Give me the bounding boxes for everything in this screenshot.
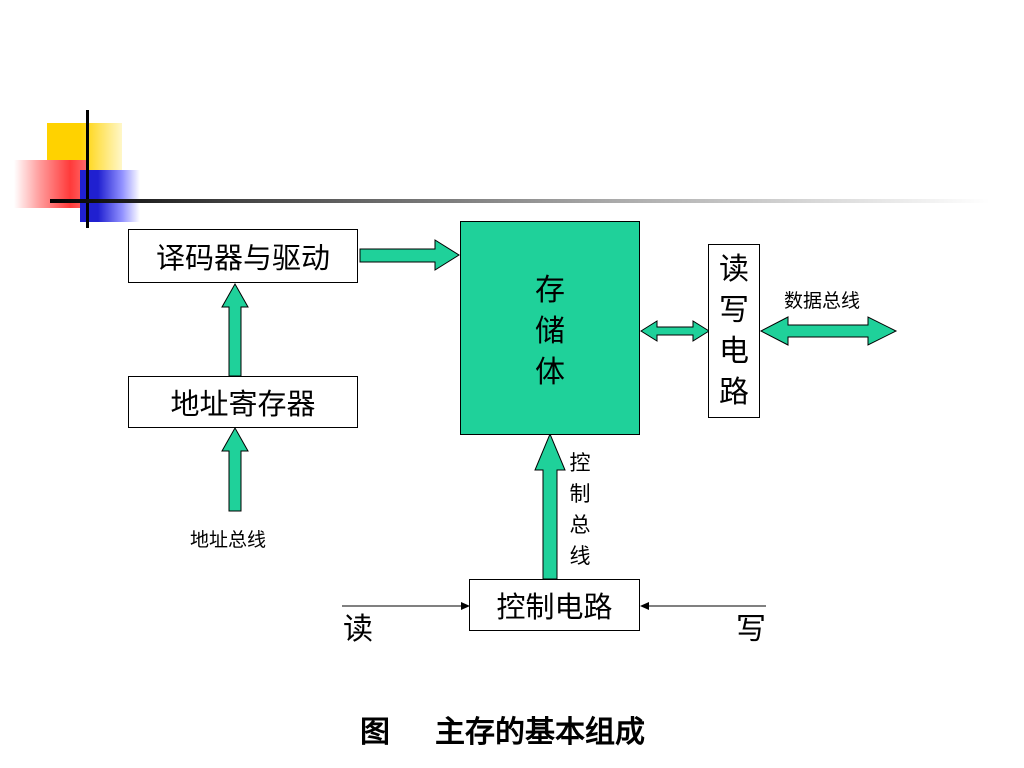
- control-circuit-label: 控制电路: [496, 590, 613, 624]
- address-register-block: 地址寄存器: [128, 376, 358, 428]
- write-signal-arrowhead: [640, 602, 649, 610]
- caption-prefix: 图: [360, 715, 390, 750]
- arrow-address-bus-up: [221, 426, 249, 512]
- write-signal-label: 写: [736, 612, 766, 647]
- data-bus-label: 数据总线: [784, 290, 861, 312]
- deco-blue-square: [80, 170, 140, 222]
- arrow-data-bus-bidir: [759, 316, 898, 346]
- arrow-register-to-decoder: [221, 282, 249, 377]
- control-bus-label: 控 制 总 线: [569, 451, 591, 568]
- read-write-circuit-block: 读 写 电 路: [708, 244, 760, 418]
- address-register-label: 地址寄存器: [170, 387, 316, 421]
- address-bus-label: 地址总线: [190, 529, 267, 551]
- deco-horizontal-line: [50, 199, 990, 203]
- read-write-circuit-label: 读 写 电 路: [719, 252, 749, 410]
- read-signal-label: 读: [343, 612, 373, 647]
- storage-body-block: 存 储 体: [460, 221, 640, 435]
- figure-caption: 图 主存的基本组成: [360, 707, 645, 751]
- storage-body-label: 存 储 体: [535, 273, 565, 390]
- arrow-decoder-to-storage: [359, 239, 460, 271]
- read-signal-arrowhead: [461, 602, 470, 610]
- arrow-storage-readwrite-bidir: [640, 320, 710, 342]
- deco-vertical-line: [86, 110, 89, 228]
- arrow-control-to-storage: [534, 432, 566, 580]
- control-circuit-block: 控制电路: [469, 579, 640, 631]
- caption-title: 主存的基本组成: [435, 715, 645, 750]
- decoder-driver-label: 译码器与驱动: [155, 241, 330, 275]
- decoder-driver-block: 译码器与驱动: [128, 229, 358, 283]
